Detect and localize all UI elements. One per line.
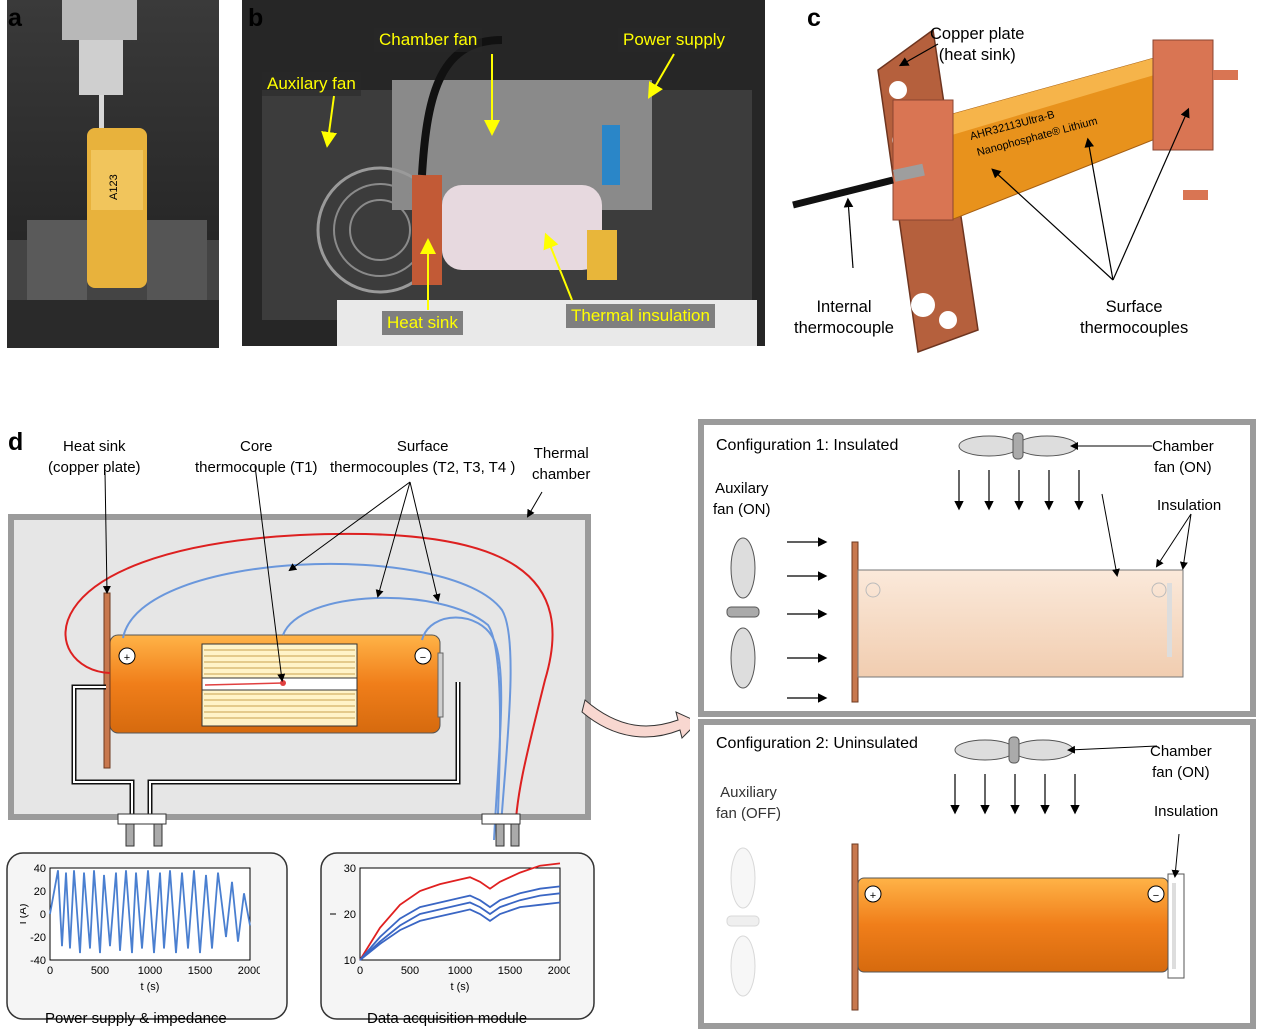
x-tick-label: 2000 [548, 965, 570, 977]
x-tick-label: 1500 [188, 965, 212, 977]
surface-tc-wires [122, 562, 512, 841]
temperature-chart: 0 500 1000 1500 2000 30 20 10 t (s) T [330, 862, 570, 993]
plus-terminal-c2: + [870, 890, 876, 902]
y-tick-label: 10 [344, 955, 356, 967]
end-holders [892, 39, 1238, 221]
x-axis-label: t (s) [141, 981, 160, 993]
series-line-0 [359, 862, 561, 961]
y-tick-label: 20 [34, 886, 46, 898]
y-axis-label: I (A) [20, 904, 29, 925]
callout-chamber-fan: Chamber fan [374, 28, 483, 52]
x-tick-label: 0 [47, 965, 53, 977]
callout-auxiliary-fan: Auxilary fan [262, 72, 361, 96]
config2-insulation-label: Insulation [1154, 803, 1219, 820]
copper-plate-d [103, 592, 111, 769]
x-tick-label: 1500 [498, 965, 522, 977]
x-tick-label: 2000 [238, 965, 260, 977]
insulated-cell [857, 569, 1184, 678]
series-line-1 [359, 885, 561, 961]
config2-title: Configuration 2: Uninsulated [716, 735, 918, 752]
callout-power-supply: Power supply [618, 28, 731, 52]
core-tc-wire [64, 532, 554, 841]
panel-d-label: d [8, 428, 24, 456]
series-line-0 [49, 870, 251, 954]
series-line-2 [359, 892, 561, 961]
config1-panel [698, 419, 1256, 717]
uninsulated-cell [857, 877, 1169, 973]
chamber-fan-icon-2 [954, 736, 1074, 764]
panel-b-label: b [248, 4, 264, 32]
x-tick-label: 0 [357, 965, 363, 977]
minus-terminal-c2: − [1153, 890, 1159, 902]
x-tick-label: 1000 [448, 965, 472, 977]
series-line-3 [359, 901, 561, 961]
panel-b-photo [242, 0, 765, 346]
current-chart: 0 500 1000 1500 2000 40 20 0 -20 -40 t (s) I (A) [20, 863, 260, 993]
panel-c-label: c [807, 4, 821, 32]
svg-text:A123: A123 [108, 174, 120, 200]
caption-daq: Data acquisition module [367, 1010, 528, 1027]
y-tick-label: 0 [40, 909, 46, 921]
cell-d: + − [109, 634, 441, 734]
x-tick-label: 1000 [138, 965, 162, 977]
auxiliary-fan-on-icon [726, 537, 760, 689]
y-axis-label: T [330, 910, 339, 917]
label-heat-sink-d: Heat sink(copper plate) [48, 438, 141, 476]
y-tick-label: -40 [30, 955, 46, 967]
x-tick-label: 500 [401, 965, 419, 977]
caption-power-supply: Power supply & impedance [45, 1010, 227, 1027]
label-copper-plate: Copper plate(heat sink) [930, 25, 1025, 64]
panel-c-cell-photo: AHR32113Ultra-B Nanophosphate® Lithium [792, 28, 1238, 354]
chart-plot-area [359, 867, 561, 961]
chamber-fan-icon [958, 432, 1078, 460]
x-tick-label: 500 [91, 965, 109, 977]
callout-arrows-b [321, 53, 675, 310]
y-tick-label: 30 [344, 863, 356, 875]
panel-a-label: a [8, 4, 22, 32]
plus-terminal-d: + [124, 652, 130, 664]
y-tick-label: -20 [30, 932, 46, 944]
y-tick-label: 40 [34, 863, 46, 875]
config2-panel: + − [698, 719, 1256, 1029]
y-tick-label: 20 [344, 909, 356, 921]
drill-press-photo: A123 [7, 0, 219, 348]
thermocouple-cable [792, 176, 894, 209]
panel-a-photo: A123 [7, 0, 219, 348]
x-axis-label: t (s) [451, 981, 470, 993]
chamber-photo [242, 0, 765, 346]
minus-terminal-d: − [420, 652, 426, 664]
transition-arrow [581, 699, 690, 739]
auxiliary-fan-off-icon [726, 847, 760, 997]
callout-thermal-insulation: Thermal insulation [566, 304, 715, 328]
callout-heat-sink: Heat sink [382, 311, 463, 335]
config1-insulation-label: Insulation [1157, 497, 1222, 514]
config1-title: Configuration 1: Insulated [716, 437, 899, 454]
